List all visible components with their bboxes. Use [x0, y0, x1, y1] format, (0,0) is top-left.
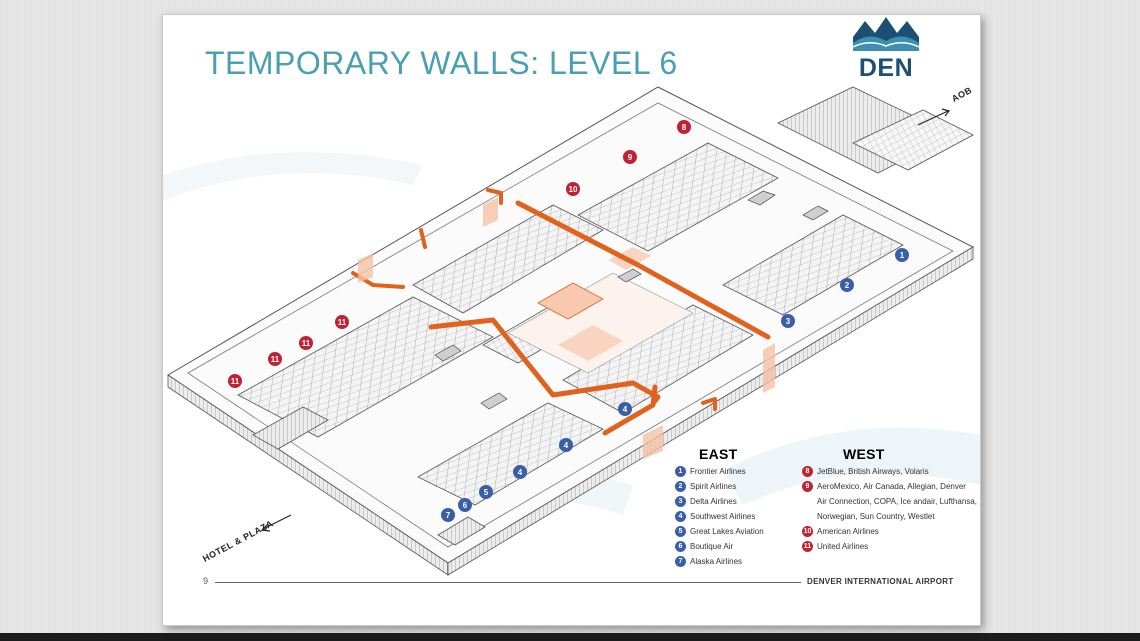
marker-east-7: 7	[441, 508, 455, 522]
den-logo: DEN	[852, 17, 920, 82]
svg-text:11: 11	[231, 377, 240, 386]
legend-west-item-continuation: Norwegian, Sun Country, Westlet	[817, 512, 935, 521]
svg-text:3: 3	[786, 317, 791, 326]
direction-arrows	[260, 108, 951, 532]
marker-east-6: 6	[458, 498, 472, 512]
svg-text:9: 9	[628, 153, 633, 162]
south-entry	[252, 406, 486, 546]
svg-text:11: 11	[338, 318, 347, 327]
slide: TEMPORARY WALLS: LEVEL 6 DEN	[162, 14, 981, 626]
marker-east-3: 3	[781, 314, 795, 328]
svg-text:4: 4	[564, 441, 569, 450]
slide-title: TEMPORARY WALLS: LEVEL 6	[205, 45, 678, 81]
legend-west-heading: WEST	[843, 446, 885, 462]
svg-text:2: 2	[845, 281, 850, 290]
svg-text:7: 7	[446, 511, 451, 520]
svg-text:10: 10	[569, 185, 578, 194]
hotel-arrow-icon	[262, 514, 292, 530]
marker-west-10: 10	[566, 182, 580, 196]
marker-west-11a: 11	[335, 315, 349, 329]
temporary-walls	[351, 188, 771, 436]
map-markers: 8 9 10 11 11 11 11 1 2 3 4 4 4 5 6 7	[228, 120, 909, 522]
aob-arrow-icon	[917, 110, 949, 126]
logo-text: DEN	[858, 54, 914, 82]
hotel-arrowhead-icon	[260, 523, 271, 532]
bottom-band	[0, 633, 1140, 641]
marker-west-11c: 11	[268, 352, 282, 366]
page-number: 9	[203, 576, 209, 586]
marker-west-11d: 11	[228, 374, 242, 388]
temporary-wall-shading	[358, 197, 775, 459]
svg-text:6: 6	[463, 501, 468, 510]
marker-east-4b: 4	[559, 438, 573, 452]
footer-divider	[215, 582, 801, 583]
marker-east-1: 1	[895, 248, 909, 262]
legend-west-item-continuation: Air Connection, COPA, Ice andair, Luftha…	[817, 497, 977, 506]
footer-text: DENVER INTERNATIONAL AIRPORT	[807, 577, 954, 586]
marker-west-11b: 11	[299, 336, 313, 350]
northeast-wing	[777, 86, 974, 174]
svg-text:4: 4	[518, 468, 523, 477]
svg-text:5: 5	[484, 488, 489, 497]
legend-east-heading: EAST	[699, 446, 738, 462]
den-logo-tent-icon	[852, 17, 920, 51]
marker-east-4a: 4	[618, 402, 632, 416]
marker-west-8: 8	[677, 120, 691, 134]
svg-text:1: 1	[900, 251, 905, 260]
svg-text:11: 11	[271, 355, 280, 364]
svg-text:4: 4	[623, 405, 628, 414]
marker-west-9: 9	[623, 150, 637, 164]
floor-plan-map: 8 9 10 11 11 11 11 1 2 3 4 4 4 5 6 7	[163, 86, 980, 576]
marker-east-5: 5	[479, 485, 493, 499]
marker-east-2: 2	[840, 278, 854, 292]
aob-arrowhead-icon	[941, 108, 951, 117]
svg-text:11: 11	[302, 339, 311, 348]
marker-east-4c: 4	[513, 465, 527, 479]
svg-text:8: 8	[682, 123, 687, 132]
office-blocks	[237, 142, 904, 506]
escalators	[434, 190, 829, 410]
